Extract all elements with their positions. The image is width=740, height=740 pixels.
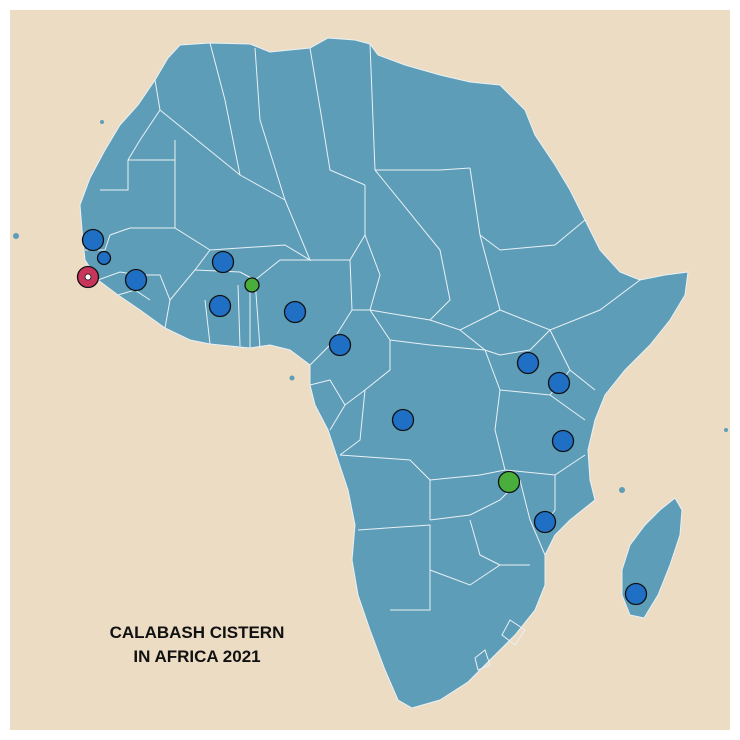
comoros-island: [619, 487, 625, 493]
marker-madagascar[interactable]: [624, 582, 648, 606]
country-borders: [85, 42, 641, 671]
marker-benin[interactable]: [244, 277, 260, 293]
africa-map: CALABASH CISTERN IN AFRICA 2021: [10, 10, 730, 730]
map-title-line2: IN AFRICA 2021: [133, 647, 260, 666]
marker-guinea-bissau[interactable]: [96, 250, 112, 266]
marker-dr-congo[interactable]: [391, 408, 415, 432]
markers: [76, 228, 648, 606]
marker-nigeria[interactable]: [283, 300, 307, 324]
africa-landmass: [79, 37, 689, 709]
marker-kenya[interactable]: [547, 371, 571, 395]
marker-sierra-leone-inner-dot: [84, 273, 92, 281]
marker-zambia-malawi[interactable]: [497, 470, 521, 494]
marker-cameroon[interactable]: [328, 333, 352, 357]
marker-guinea[interactable]: [124, 268, 148, 292]
marker-mozambique[interactable]: [533, 510, 557, 534]
map-frame: CALABASH CISTERN IN AFRICA 2021: [10, 10, 730, 730]
marker-ghana[interactable]: [208, 294, 232, 318]
marker-uganda[interactable]: [516, 351, 540, 375]
seychelles-island: [724, 428, 728, 432]
islands: [13, 120, 728, 493]
marker-tanzania[interactable]: [551, 429, 575, 453]
marker-senegal[interactable]: [81, 228, 105, 252]
cape-verde-island: [13, 233, 19, 239]
marker-burkina-faso[interactable]: [211, 250, 235, 274]
map-title-line1: CALABASH CISTERN: [110, 623, 285, 642]
canary-island: [100, 120, 104, 124]
sao-tome-island: [289, 375, 295, 381]
